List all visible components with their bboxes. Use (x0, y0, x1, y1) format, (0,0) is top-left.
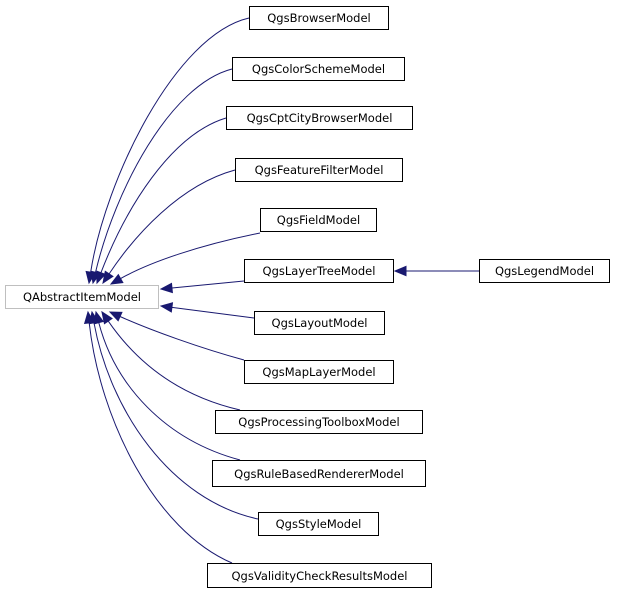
node-qgsvaliditycheckresultsmodel[interactable]: QgsValidityCheckResultsModel (207, 563, 432, 588)
node-qgslayertreemodel[interactable]: QgsLayerTreeModel (244, 259, 394, 283)
edge-qgsfieldmodel (109, 232, 261, 285)
edge-qgslayoutmodel (159, 302, 255, 319)
edge-qgsmaplayermodel (108, 311, 245, 361)
node-qgsstylemodel[interactable]: QgsStyleModel (258, 512, 379, 536)
edge-qgscolorschememodel (90, 68, 233, 285)
node-qgslayoutmodel[interactable]: QgsLayoutModel (254, 311, 385, 335)
node-qgsprocessingtoolboxmodel[interactable]: QgsProcessingToolboxModel (215, 410, 423, 434)
node-qgsmaplayermodel[interactable]: QgsMapLayerModel (244, 360, 394, 384)
edge-qgslegendmodel (393, 265, 479, 277)
node-qgscptcitybrowsermodel[interactable]: QgsCptCityBrowserModel (226, 106, 413, 130)
edge-qgsprocessingtoolboxmodel (101, 310, 241, 411)
edge-qgslayertreemodel (159, 280, 245, 294)
node-qgsrulebasedrenderermodel[interactable]: QgsRuleBasedRendererModel (212, 460, 426, 487)
edge-qgscptcitybrowsermodel (96, 117, 227, 285)
node-qgsfeaturefiltermodel[interactable]: QgsFeatureFilterModel (235, 158, 403, 182)
edge-qgsfeaturefiltermodel (102, 169, 236, 285)
node-qgslegendmodel[interactable]: QgsLegendModel (479, 259, 610, 283)
node-qgsfieldmodel[interactable]: QgsFieldModel (260, 208, 377, 232)
node-qgscolorschememodel[interactable]: QgsColorSchemeModel (232, 57, 405, 81)
edge-qgsvaliditycheckresultsmodel (83, 310, 233, 564)
node-qabstractitemmodel[interactable]: QAbstractItemModel (5, 285, 159, 309)
node-qgsbrowsermodel[interactable]: QgsBrowserModel (249, 6, 389, 30)
edge-qgsbrowsermodel (85, 17, 250, 285)
edge-qgsrulebasedrenderermodel (93, 310, 241, 461)
